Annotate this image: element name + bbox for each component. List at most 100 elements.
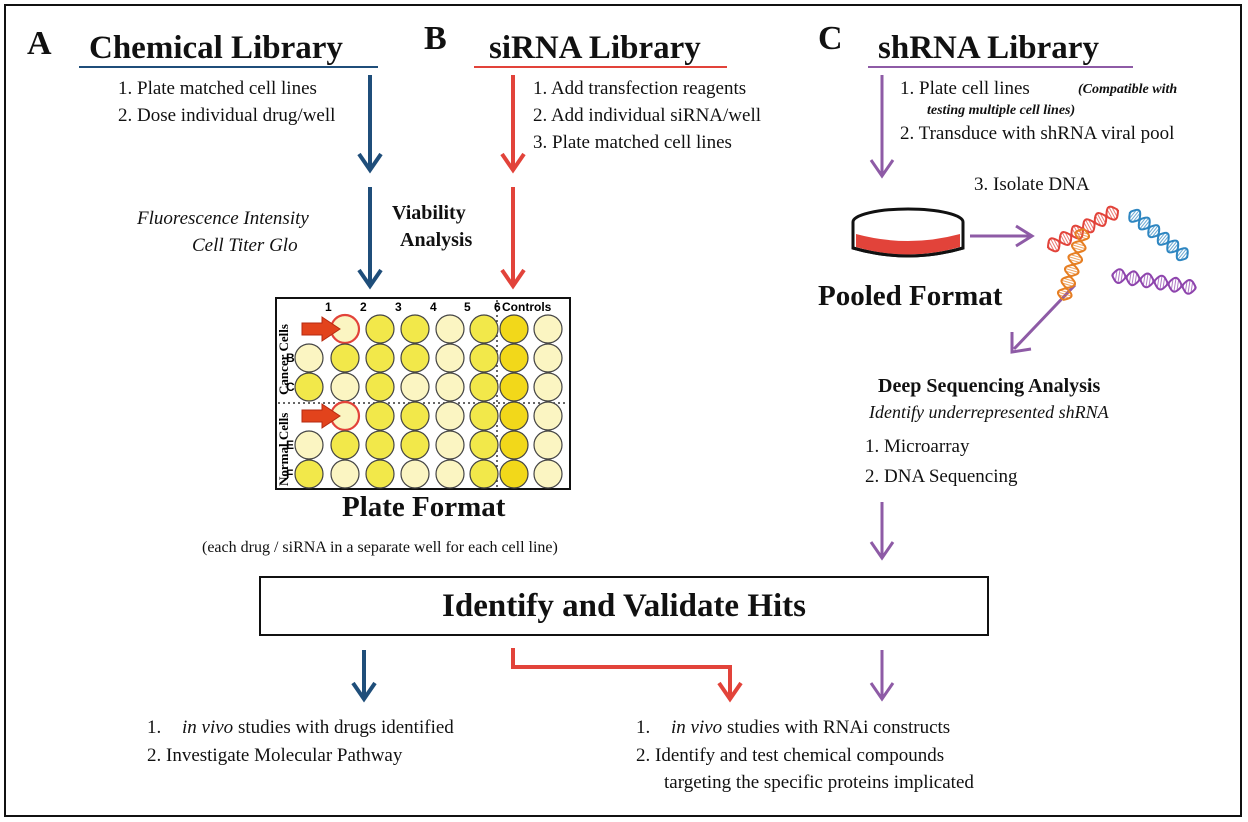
plate-well bbox=[435, 314, 465, 344]
plate-well bbox=[400, 401, 430, 431]
viability-line-2: Analysis bbox=[400, 229, 473, 251]
plate-well bbox=[533, 401, 563, 431]
deep-seq-subtitle: Identify underrepresented shRNA bbox=[869, 402, 1109, 422]
cancer-cells-label: Cancer Cells bbox=[276, 324, 291, 395]
plate-column-label: 1 bbox=[325, 300, 332, 314]
normal-cells-label: Normal Cells bbox=[276, 413, 291, 486]
sirna-step-2: 2. Add individual siRNA/well bbox=[533, 105, 761, 126]
outcome-right-1-num: 1. bbox=[636, 717, 651, 738]
plate-well bbox=[400, 314, 430, 344]
shrna-step-2: 2. Transduce with shRNA viral pool bbox=[900, 123, 1175, 144]
deep-seq-item-2: 2. DNA Sequencing bbox=[865, 466, 1018, 487]
outcome-left-1: 1. in vivo studies with drugs identified bbox=[147, 718, 454, 737]
plate-row-label: B bbox=[286, 351, 295, 365]
arrow-b-2 bbox=[500, 187, 526, 290]
plate-well bbox=[330, 372, 360, 402]
chemical-step-1: 1. Plate matched cell lines bbox=[118, 78, 317, 99]
outcome-left-1-italic: in vivo bbox=[182, 717, 234, 738]
arrow-c-seq-to-hits bbox=[869, 502, 895, 561]
sirna-step-3: 3. Plate matched cell lines bbox=[533, 132, 732, 153]
plate-well bbox=[533, 372, 563, 402]
plate-well bbox=[435, 459, 465, 489]
arrow-c-1 bbox=[869, 75, 895, 179]
plate-column-label: 3 bbox=[395, 300, 402, 314]
arrow-out-purple bbox=[869, 650, 895, 702]
plate-well bbox=[533, 343, 563, 373]
plate-well bbox=[400, 430, 430, 460]
hit-arrow-icon bbox=[301, 316, 341, 342]
sirna-step-1: 1. Add transfection reagents bbox=[533, 78, 747, 99]
plate-well bbox=[330, 430, 360, 460]
plate-well bbox=[435, 401, 465, 431]
outcome-right-2-line-1: 2. Identify and test chemical compounds bbox=[636, 745, 945, 766]
plate-controls-label: Controls bbox=[502, 300, 552, 314]
plate-well bbox=[330, 343, 360, 373]
plate-well bbox=[365, 459, 395, 489]
panel-letter-c: C bbox=[818, 20, 843, 57]
plate-well bbox=[499, 401, 529, 431]
plate-well bbox=[499, 459, 529, 489]
plate-row-label: F bbox=[286, 467, 293, 481]
plate-well bbox=[294, 459, 324, 489]
plate-well bbox=[400, 343, 430, 373]
shrna-library-title: shRNA Library bbox=[878, 30, 1099, 66]
outcome-left-1-num: 1. bbox=[147, 717, 162, 738]
plate-well bbox=[469, 314, 499, 344]
plate-well bbox=[533, 459, 563, 489]
chemical-step-2: 2. Dose individual drug/well bbox=[118, 105, 336, 126]
plate-column-label: 5 bbox=[464, 300, 471, 314]
plate-well bbox=[499, 314, 529, 344]
outcome-right-2-line-2: targeting the specific proteins implicat… bbox=[664, 772, 974, 793]
plate-well bbox=[365, 401, 395, 431]
plate-well bbox=[533, 314, 563, 344]
plate-well bbox=[294, 430, 324, 460]
plate-well bbox=[469, 459, 499, 489]
readout-line-1: Fluorescence Intensity bbox=[137, 208, 309, 229]
plate-well bbox=[365, 343, 395, 373]
plate-well bbox=[294, 343, 324, 373]
plate-well bbox=[400, 372, 430, 402]
plate-column-label: 2 bbox=[360, 300, 367, 314]
arrow-out-red bbox=[511, 648, 743, 703]
outcome-left-1-rest: studies with drugs identified bbox=[237, 717, 454, 738]
arrow-c-dna-to-seq bbox=[1010, 283, 1077, 354]
outcome-right-1: 1. in vivo studies with RNAi constructs bbox=[636, 718, 950, 737]
plate-well bbox=[330, 459, 360, 489]
plate-format-title: Plate Format bbox=[342, 491, 506, 523]
plate-well bbox=[469, 372, 499, 402]
arrow-a-2 bbox=[357, 187, 383, 290]
figure-frame bbox=[4, 4, 1242, 817]
shrna-step-1-note-1: (Compatible with bbox=[1078, 82, 1178, 97]
plate-well bbox=[499, 430, 529, 460]
plate-well bbox=[435, 343, 465, 373]
shrna-step-1-note-2: testing multiple cell lines) bbox=[927, 103, 1076, 118]
shrna-step-1: 1. Plate cell lines bbox=[900, 78, 1030, 99]
plate-well bbox=[469, 430, 499, 460]
plate-well bbox=[533, 430, 563, 460]
arrow-c-dish-to-dna bbox=[970, 224, 1035, 248]
viability-line-1: Viability bbox=[392, 202, 466, 224]
dna-helix-icon bbox=[1128, 208, 1189, 262]
plate-well bbox=[365, 372, 395, 402]
plate-well bbox=[435, 430, 465, 460]
sirna-library-title: siRNA Library bbox=[489, 30, 701, 66]
outcome-right-1-italic: in vivo bbox=[671, 717, 723, 738]
plate-column-label: 6 bbox=[494, 300, 501, 314]
arrow-b-1 bbox=[500, 75, 526, 174]
plate-row-label: C bbox=[286, 380, 295, 394]
isolate-dna-label: 3. Isolate DNA bbox=[974, 174, 1090, 195]
plate-well bbox=[469, 343, 499, 373]
identify-validate-hits-box: Identify and Validate Hits bbox=[259, 576, 989, 636]
plate-format-caption: (each drug / siRNA in a separate well fo… bbox=[202, 539, 558, 556]
arrow-out-left bbox=[351, 650, 377, 703]
pooled-format-title: Pooled Format bbox=[818, 280, 1003, 312]
plate-well bbox=[499, 372, 529, 402]
readout-line-2: Cell Titer Glo bbox=[192, 235, 298, 256]
dna-helix-icon bbox=[1057, 228, 1090, 301]
plate-well bbox=[400, 459, 430, 489]
outcome-left-2: 2. Investigate Molecular Pathway bbox=[147, 745, 403, 766]
plate-well bbox=[469, 401, 499, 431]
